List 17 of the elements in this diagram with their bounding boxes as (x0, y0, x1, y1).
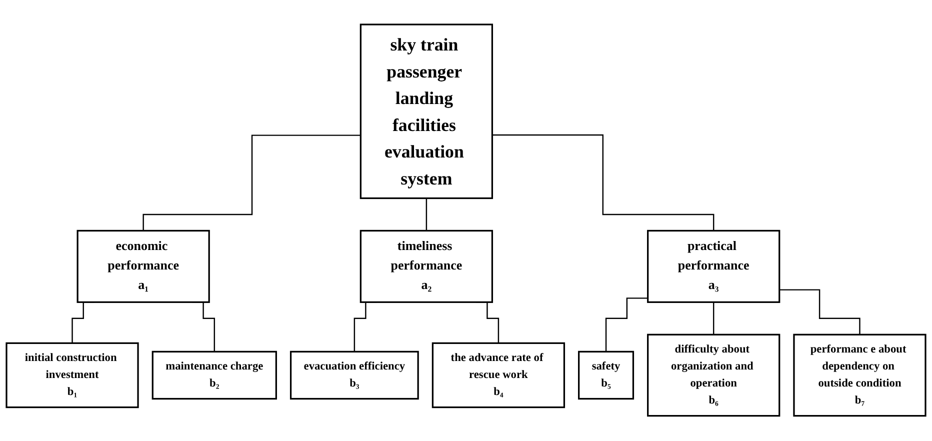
node-box: practical performance a₃ (647, 230, 780, 304)
node-box: evacuation efficiency b₃ (290, 351, 419, 400)
connector (492, 134, 714, 232)
node-box: sky train passenger landing facilities evaluation system (360, 24, 494, 200)
node-box: safety b₅ (578, 351, 634, 400)
connector (779, 290, 860, 336)
node-box: maintenance charge b₂ (152, 351, 277, 400)
connector (426, 198, 428, 232)
connector (142, 135, 361, 232)
node-box: initial construction investment b₁ (6, 342, 139, 408)
connector (713, 302, 714, 336)
node-box: economic performance a₁ (76, 230, 210, 304)
node-box: timeliness performance a₂ (360, 230, 494, 304)
node-box: difficulty about organization and operation b₆ (647, 334, 780, 417)
node-box: the advance rate of rescue work b₄ (432, 342, 566, 408)
connector (605, 298, 648, 353)
node-box: performanc e about dependency on outside condition b₇ (793, 334, 926, 417)
